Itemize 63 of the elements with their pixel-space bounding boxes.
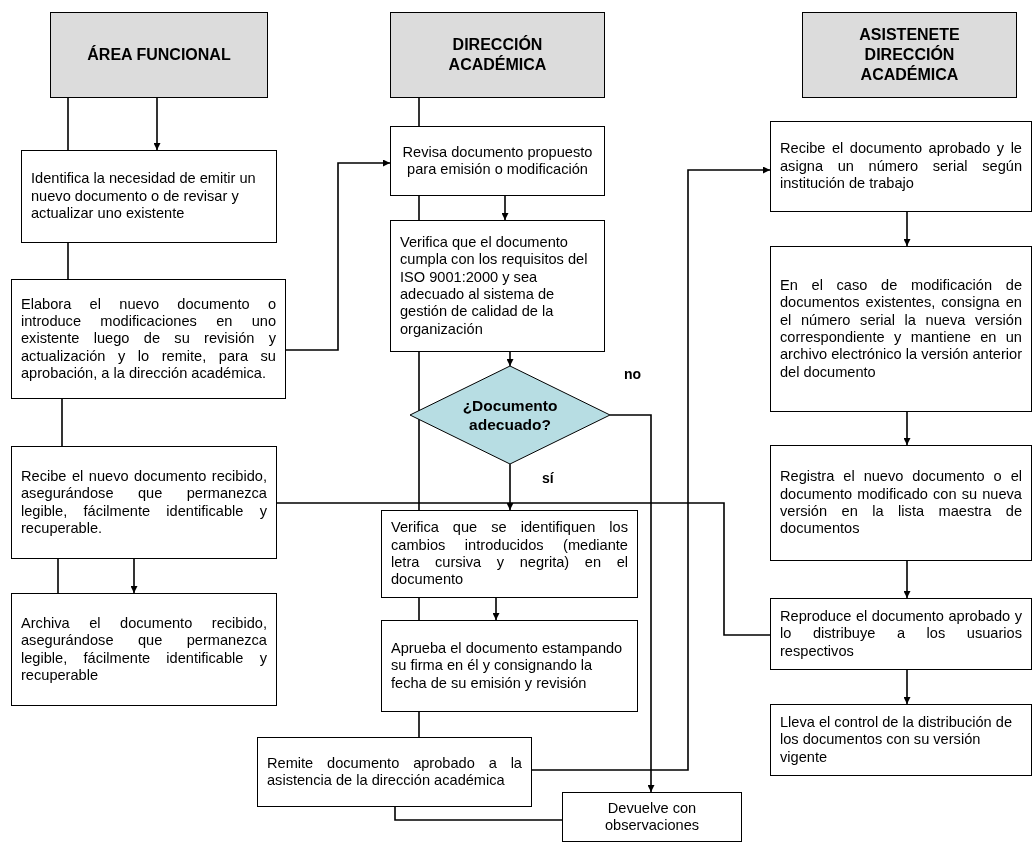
process-box — [21, 150, 277, 243]
step-text: Lleva el control de la distribución de los documentos con su versión vigente — [780, 713, 1014, 767]
process-box — [381, 510, 638, 598]
step-text: Archiva el documento recibido, asegurándose que permanezca legible, fácilmente identificable y recuperable — [21, 614, 267, 685]
arrow — [276, 499, 771, 636]
arrow — [130, 558, 138, 594]
lane-title: ÁREA FUNCIONAL — [87, 45, 231, 65]
step-text: En el caso de modificación de documentos existentes, consigna en el número serial la nueva versión correspondiente y mantiene en un archivo electrónico la versión anterior del documento — [780, 276, 1022, 382]
lane-header — [50, 12, 268, 98]
arrow — [501, 195, 509, 221]
process-box — [770, 445, 1032, 561]
process-box — [11, 446, 277, 559]
process-box — [11, 279, 286, 399]
connector-line — [418, 97, 420, 127]
step-text: Reproduce el documento aprobado y lo distribuye a los usuarios respectivos — [780, 607, 1022, 661]
step-text: Verifica que el documento cumpla con los requisitos del ISO 9001:2000 y sea adecuado al sistema de gestión de calidad de la organización — [400, 233, 589, 339]
connector-line — [67, 97, 69, 151]
step-text: Aprueba el documento estampando su firma en él y consignando la fecha de su emisión y revisión — [391, 639, 624, 693]
step-text: Identifica la necesidad de emitir un nuevo documento o de revisar y actualizar uno existente — [31, 170, 257, 223]
step-text: Verifica que se identifiquen los cambios introducidos (mediante letra cursiva y negrita) en el documento — [391, 519, 628, 589]
lane-header — [802, 12, 1017, 98]
arrow — [153, 97, 161, 151]
process-box — [770, 598, 1032, 670]
lane-header — [390, 12, 605, 98]
step-text: Devuelve con observaciones — [603, 799, 701, 835]
step-text: Registra el nuevo documento o el documento modificado con su nueva versión en la lista maestra de documentos — [780, 468, 1022, 538]
process-box — [11, 593, 277, 706]
connector-line — [61, 398, 63, 447]
connector-line — [57, 558, 59, 594]
arrow — [506, 351, 514, 367]
decision-text: ¿Documento adecuado? — [461, 395, 559, 435]
arrow — [492, 597, 500, 621]
arrow — [609, 414, 655, 793]
step-text: Recibe el documento aprobado y le asigna un número serial según institución de trabajo — [780, 140, 1022, 193]
arrow — [506, 463, 514, 511]
lane-title: DIRECCIÓN ACADÉMICA — [447, 35, 548, 75]
process-box — [390, 220, 605, 352]
decision-diamond — [410, 366, 610, 464]
process-box — [257, 737, 532, 807]
step-text: Recibe el nuevo documento recibido, asegurándose que permanezca legible, fácilmente identificable y recuperable. — [21, 467, 267, 538]
arrow — [531, 166, 771, 771]
process-box — [770, 246, 1032, 412]
lane-title: ASISTENETE DIRECCIÓN ACADÉMICA — [858, 25, 961, 85]
connector-line — [394, 806, 563, 821]
step-text: Revisa documento propuesto para emisión o modificación — [401, 143, 594, 179]
process-box — [770, 704, 1032, 776]
edge-label: sí — [540, 470, 556, 486]
connector-line — [418, 351, 420, 511]
arrow — [903, 211, 911, 247]
connector-line — [67, 242, 69, 280]
connector-line — [418, 711, 420, 738]
arrow — [285, 159, 391, 351]
arrow — [903, 560, 911, 599]
connector-line — [418, 597, 420, 621]
process-box — [390, 126, 605, 196]
arrow — [903, 669, 911, 705]
step-text: Elabora el nuevo documento o introduce modificaciones en uno existente luego de su revisión y actualización y lo remite, para su aprobación, a la dirección académica. — [21, 295, 276, 383]
process-box — [562, 792, 742, 842]
step-text: Remite documento aprobado a la asistencia de la dirección académica — [267, 754, 522, 790]
connector-line — [418, 195, 420, 221]
process-box — [381, 620, 638, 712]
arrow — [903, 411, 911, 446]
process-box — [770, 121, 1032, 212]
